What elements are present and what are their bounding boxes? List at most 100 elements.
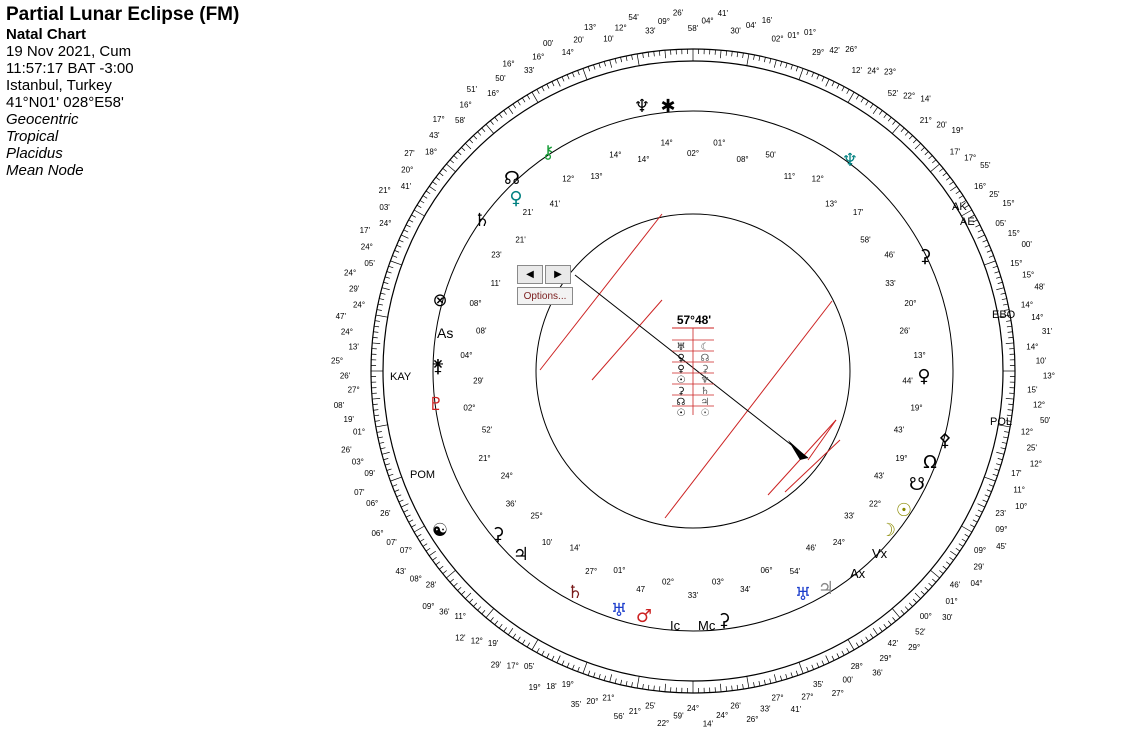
options-button[interactable]: Options...	[517, 287, 573, 305]
degree-label: 14'	[920, 95, 931, 104]
degree-tick	[566, 662, 570, 668]
planet-glyph[interactable]: ☋	[909, 474, 925, 495]
planet-glyph[interactable]: ⚳	[491, 524, 504, 545]
degree-label: 14°	[1021, 300, 1033, 309]
degree-tick	[620, 57, 623, 63]
planet-glyph[interactable]: ☊	[504, 168, 520, 189]
degree-tick	[477, 606, 482, 611]
planet-glyph[interactable]: ♅	[611, 600, 627, 621]
degree-tick	[653, 51, 655, 57]
planet-glyph[interactable]: ☉	[896, 500, 912, 521]
degree-tick	[928, 155, 933, 160]
degree-tick	[593, 672, 596, 678]
inner-degree-label: 33'	[885, 279, 896, 288]
degree-tick	[380, 447, 386, 450]
planet-glyph[interactable]: ✱	[660, 96, 675, 117]
next-button[interactable]: ▶	[545, 265, 571, 284]
degree-tick	[566, 74, 570, 80]
degree-tick	[556, 655, 561, 663]
degree-tick	[855, 642, 860, 648]
planet-glyph[interactable]: Ω	[923, 452, 937, 473]
degree-tick	[961, 538, 967, 542]
degree-tick	[375, 314, 388, 318]
planet-glyph[interactable]: ♄	[567, 582, 583, 603]
degree-tick	[372, 398, 381, 400]
degree-label: 11°	[1013, 485, 1025, 494]
inner-degree-label: 54'	[790, 567, 801, 576]
planet-glyph[interactable]: ⚴	[938, 430, 951, 451]
inner-degree-label: 23'	[491, 251, 502, 260]
planet-glyph[interactable]: ♄	[474, 210, 490, 231]
grid-symbol: ☉	[677, 375, 686, 386]
degree-tick	[1005, 342, 1014, 344]
planet-glyph[interactable]: ♂	[636, 606, 652, 627]
chart-date: 19 Nov 2021, Cum	[6, 43, 132, 60]
degree-tick	[572, 72, 575, 78]
degree-tick	[377, 436, 383, 439]
grid-symbol: ♆	[701, 375, 710, 386]
degree-tick	[955, 190, 961, 195]
degree-label: 01°	[788, 31, 800, 40]
degree-tick	[949, 557, 954, 561]
degree-tick	[372, 342, 381, 344]
degree-label: 09°	[974, 546, 986, 555]
degree-label: 02°	[771, 35, 783, 44]
degree-tick	[658, 50, 661, 56]
degree-tick	[892, 617, 896, 622]
chart-title: Partial Lunar Eclipse (FM)	[6, 4, 240, 25]
planet-glyph[interactable]: ☽	[880, 520, 896, 541]
planet-glyph[interactable]: ♀	[917, 366, 930, 387]
aspect-lines	[539, 213, 841, 519]
degree-label: 33'	[524, 66, 535, 75]
degree-label: 27°	[801, 693, 813, 702]
degree-tick	[975, 514, 981, 518]
planet-glyph[interactable]: ⊗	[432, 290, 447, 311]
degree-tick	[508, 628, 514, 635]
planet-glyph[interactable]: ♆	[842, 150, 858, 171]
degree-tick	[914, 592, 921, 599]
planet-glyph[interactable]: ♆	[634, 96, 650, 117]
degree-label: 17'	[1011, 469, 1022, 478]
chart-place: Istanbul, Turkey	[6, 77, 112, 94]
planet-glyph[interactable]: ⚷	[541, 142, 554, 163]
degree-tick	[614, 678, 617, 684]
degree-tick	[725, 50, 728, 56]
degree-tick	[1004, 309, 1010, 311]
previous-button[interactable]: ◀	[517, 265, 543, 284]
planet-glyph[interactable]: ☯	[432, 520, 448, 541]
degree-tick	[731, 51, 733, 57]
planet-glyph[interactable]: ♇	[428, 394, 444, 415]
degree-label: 26'	[730, 701, 741, 710]
planet-glyphs[interactable]: ♆✱⚷☊♀♄⊗⚵♇♆⚳♀⚴Ω☋☉☽♃♅⚳♂♅♄♃⚳☯AsKAYPOMAKAEEB…	[390, 96, 1016, 633]
planet-glyph[interactable]: ⚳	[717, 610, 730, 631]
degree-tick	[413, 209, 425, 217]
degree-label: 13°	[1043, 371, 1055, 380]
degree-tick	[546, 653, 550, 659]
degree-tick	[449, 578, 454, 583]
degree-tick	[872, 628, 878, 635]
planet-glyph[interactable]: ⚳	[918, 246, 931, 267]
degree-label: 41'	[791, 705, 802, 714]
planet-glyph[interactable]: ♃	[513, 544, 529, 565]
degree-label: 16°	[503, 59, 515, 68]
degree-ticks	[371, 49, 1015, 693]
aspect-line	[664, 300, 833, 519]
degree-tick	[531, 91, 539, 103]
planet-glyph[interactable]: ♅	[795, 584, 811, 605]
degree-label: 06°	[371, 529, 383, 538]
degree-tick	[958, 195, 964, 199]
inner-degree-label: 46'	[884, 251, 895, 260]
planet-glyph[interactable]: ♃	[818, 578, 834, 599]
degree-tick	[490, 120, 494, 125]
planet-glyph[interactable]: ⚵	[431, 356, 444, 377]
degree-tick	[473, 135, 478, 140]
inner-degree-label: 52'	[482, 426, 493, 435]
degree-tick	[964, 204, 970, 209]
planet-glyph[interactable]: ♀	[509, 188, 522, 209]
degree-tick	[887, 620, 892, 625]
degree-tick	[419, 538, 425, 542]
degree-label: 17'	[950, 147, 961, 156]
degree-tick	[413, 525, 425, 533]
degree-tick	[1008, 403, 1014, 406]
